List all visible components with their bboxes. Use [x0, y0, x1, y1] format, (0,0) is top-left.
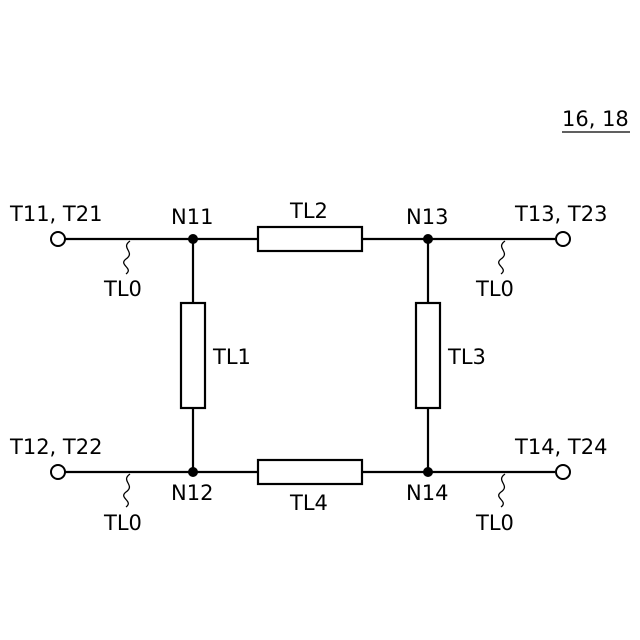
tl0-leader-top-right	[499, 241, 505, 274]
label-node-n13: N13	[406, 205, 448, 229]
label-tl2: TL2	[289, 199, 328, 223]
terminal-bottom-left	[51, 465, 65, 479]
tl0-leader-top-left	[124, 241, 130, 274]
tl0-leader-bottom-left	[124, 474, 130, 507]
tl4-element	[258, 460, 362, 484]
tl1-element	[181, 303, 205, 408]
label-terminal-top-left: T11, T21	[9, 202, 102, 226]
label-tl0-top-left: TL0	[103, 277, 142, 301]
label-tl1: TL1	[212, 345, 251, 369]
label-node-n12: N12	[171, 481, 213, 505]
label-tl4: TL4	[289, 491, 328, 515]
terminal-top-right	[556, 232, 570, 246]
terminal-bottom-right	[556, 465, 570, 479]
label-terminal-bottom-right: T14, T24	[514, 435, 607, 459]
node-n14	[423, 467, 433, 477]
figure-reference: 16, 18	[562, 107, 629, 131]
label-terminal-bottom-left: T12, T22	[9, 435, 102, 459]
node-n12	[188, 467, 198, 477]
label-node-n11: N11	[171, 205, 213, 229]
node-n11	[188, 234, 198, 244]
label-tl0-bottom-left: TL0	[103, 511, 142, 535]
label-node-n14: N14	[406, 481, 448, 505]
tl2-element	[258, 227, 362, 251]
label-tl0-bottom-right: TL0	[475, 511, 514, 535]
tl0-leader-bottom-right	[499, 474, 505, 507]
label-tl0-top-right: TL0	[475, 277, 514, 301]
terminal-top-left	[51, 232, 65, 246]
tl3-element	[416, 303, 440, 408]
label-tl3: TL3	[447, 345, 486, 369]
label-terminal-top-right: T13, T23	[514, 202, 607, 226]
node-n13	[423, 234, 433, 244]
